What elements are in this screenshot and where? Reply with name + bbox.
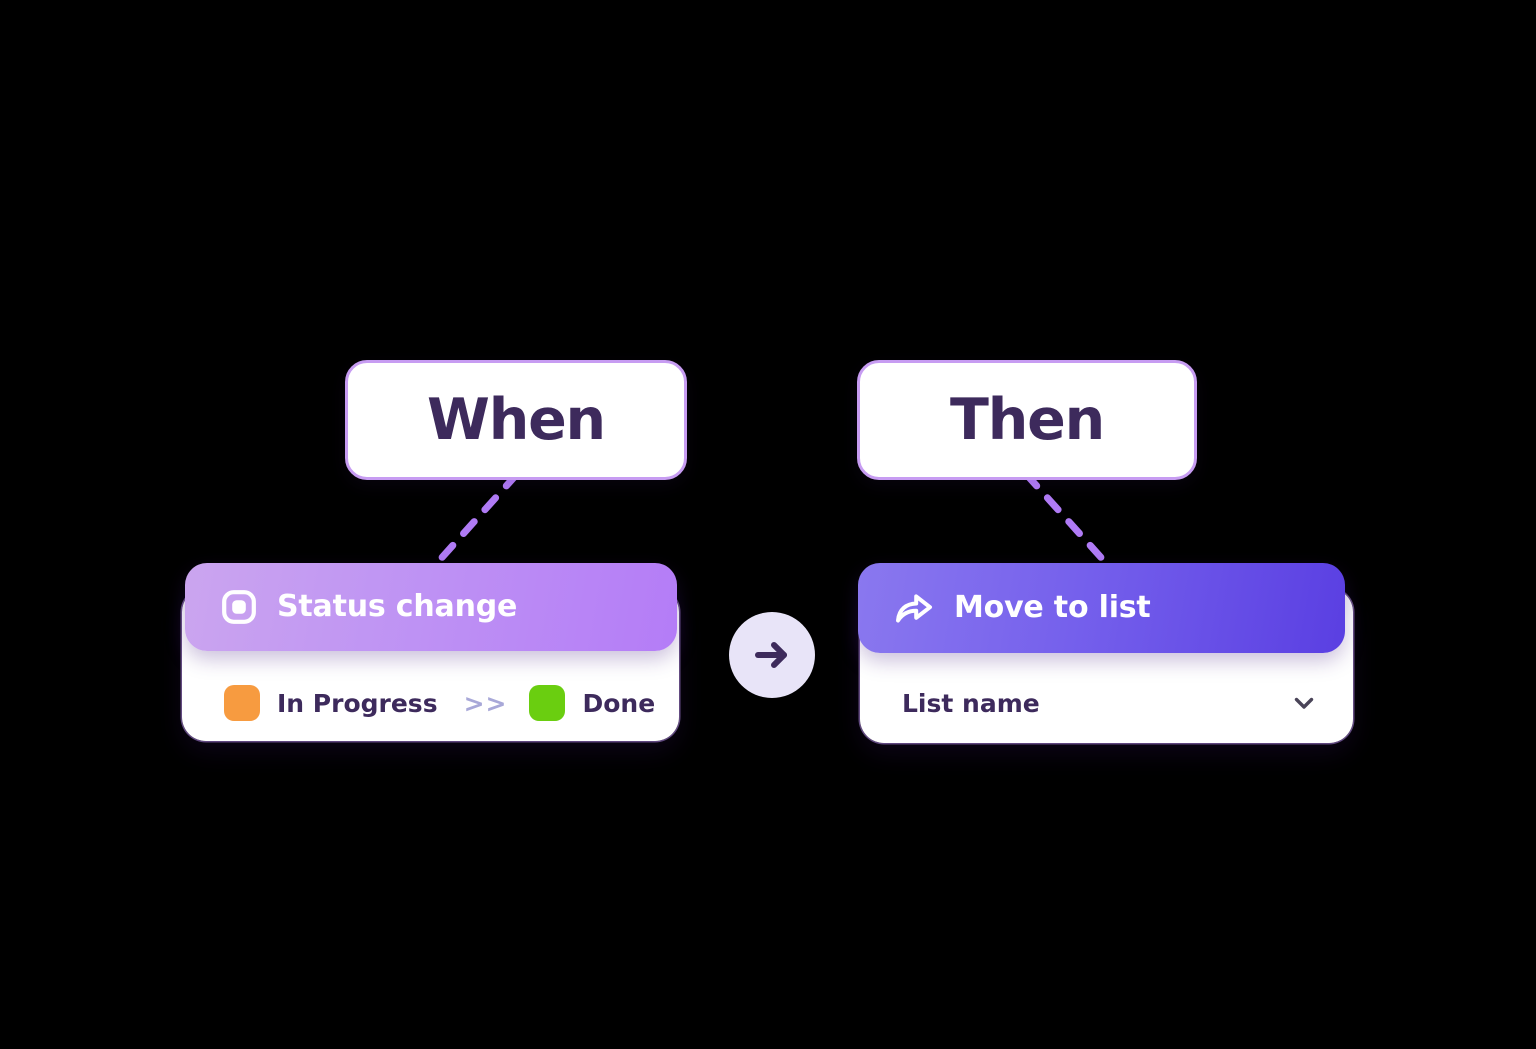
connector-when — [433, 470, 521, 567]
list-name-select[interactable]: List name — [860, 663, 1353, 743]
status-transition-row: In Progress >> Done — [182, 665, 679, 741]
action-header-label: Move to list — [954, 590, 1151, 625]
status-to-swatch — [529, 685, 566, 721]
flow-arrow-chip[interactable] — [729, 612, 815, 698]
trigger-card-header[interactable]: Status change — [185, 563, 677, 651]
action-card-header[interactable]: Move to list — [858, 563, 1345, 653]
chevron-down-icon[interactable] — [1289, 688, 1319, 718]
then-label-box[interactable]: Then — [857, 360, 1197, 480]
list-name-value: List name — [902, 688, 1040, 718]
connector-then — [1022, 470, 1110, 567]
status-square-icon — [221, 589, 257, 625]
when-label-box[interactable]: When — [345, 360, 687, 480]
when-label-text: When — [427, 386, 606, 453]
status-from-label: In Progress — [277, 688, 438, 718]
trigger-header-label: Status change — [277, 589, 518, 624]
share-arrow-icon — [894, 590, 934, 626]
arrow-right-icon — [748, 631, 796, 679]
then-label-text: Then — [950, 386, 1105, 453]
status-from-swatch — [224, 685, 260, 721]
status-separator: >> — [463, 688, 508, 718]
status-to-label: Done — [582, 688, 656, 718]
